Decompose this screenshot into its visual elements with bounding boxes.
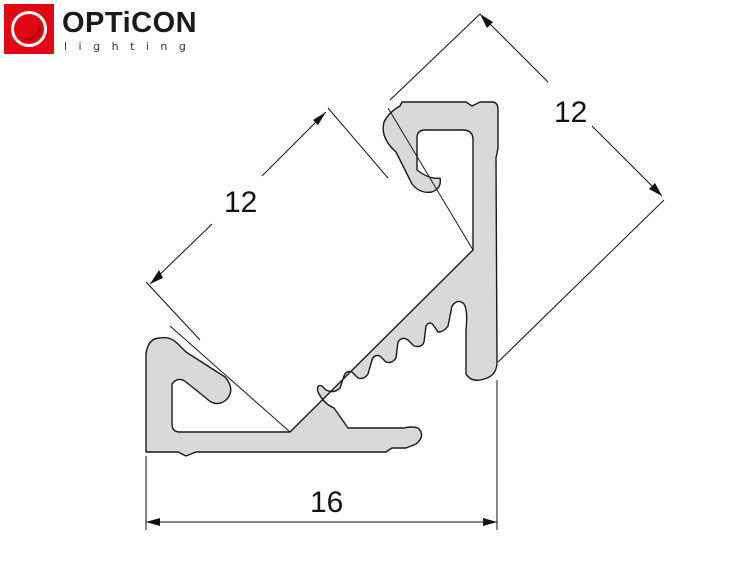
dim-left-arrow-bottom [150,270,163,284]
dim-left-ext-bottom [145,281,201,341]
dim-bottom-arrow-right [483,518,497,526]
opticon-logo: OPTiCON lighting [4,4,219,56]
diffuser-edge-right [387,107,474,251]
diffuser-edge-left [169,325,291,433]
dim-label-bottom: 16 [310,486,343,519]
dim-left-ext-top [327,107,389,179]
dim-left-line-b [261,111,327,177]
dim-bottom-arrow-left [146,518,160,526]
logo-dot [17,17,41,41]
dim-right-line-b [591,125,663,197]
dim-right-arrow-top [480,14,493,28]
dim-right-ext-top [389,13,481,101]
opticon-logo-icon [4,4,54,54]
dim-left-arrow-top [313,112,326,125]
logo-name: OPTiCON [62,7,198,39]
logo-subtitle: lighting [64,40,198,53]
dim-right-line-a [479,13,549,83]
dim-label-left: 12 [224,186,257,219]
dim-right-arrow-bottom [649,183,662,196]
dim-right-ext-bottom [497,199,665,363]
corner-profile [145,101,499,457]
logo-ring [11,11,47,47]
dim-label-right: 12 [554,96,587,129]
